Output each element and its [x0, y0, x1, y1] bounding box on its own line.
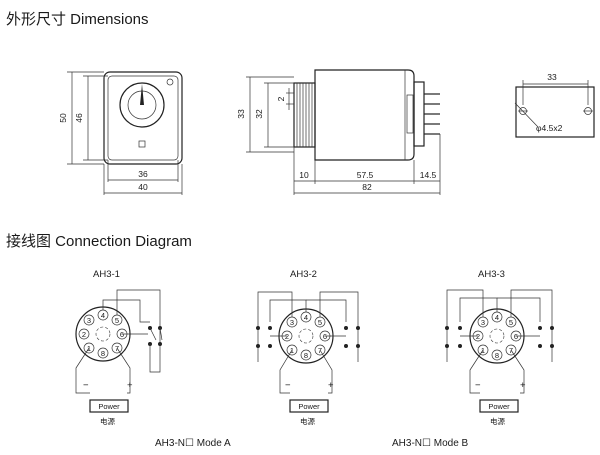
- indicator-led: [166, 78, 174, 86]
- front-height-inner: 46: [74, 113, 84, 123]
- plus-label: +: [127, 380, 133, 391]
- svg-text:5: 5: [509, 318, 513, 327]
- svg-text:3: 3: [481, 318, 485, 327]
- power-box: [289, 399, 329, 413]
- minus-label: −: [83, 380, 89, 391]
- svg-text:5: 5: [115, 316, 119, 325]
- power-box: [89, 399, 129, 413]
- pin-1b: [83, 342, 95, 354]
- svg-text:−: −: [285, 380, 291, 391]
- diagram-ah3-1: AH3-1 4 5 6 7 8 1 2 3 − + Power 电源: [75, 269, 163, 426]
- svg-text:8: 8: [101, 349, 105, 358]
- front-bezel: [107, 75, 179, 161]
- socket-key: [298, 328, 314, 344]
- mode-a-caption: AH3-N☐ Mode A: [155, 438, 231, 449]
- svg-text:+: +: [520, 380, 526, 391]
- pin-8: [97, 347, 109, 359]
- pin-7: [111, 342, 123, 354]
- svg-text:2: 2: [82, 330, 86, 339]
- mount-hole-label: φ4.5x2: [536, 123, 563, 133]
- socket-key: [489, 328, 505, 344]
- mode-b-caption: AH3-N☐ Mode B: [392, 438, 469, 449]
- front-housing: [103, 71, 183, 165]
- side-seg-left: 10: [299, 170, 309, 180]
- svg-text:Power: Power: [298, 402, 320, 411]
- svg-text:8: 8: [304, 351, 308, 360]
- side-seg-mid: 57.5: [357, 170, 374, 180]
- svg-text:6: 6: [120, 330, 124, 339]
- mount-view: 33 φ4.5x2: [514, 72, 595, 138]
- power-label: Power: [98, 402, 120, 411]
- svg-text:电源: 电源: [490, 416, 505, 426]
- svg-text:+: +: [328, 380, 334, 391]
- pin-2: [78, 328, 90, 340]
- side-height-inner: 32: [254, 109, 264, 119]
- front-height-outer: 50: [58, 113, 68, 123]
- side-knob-dim: 2: [276, 96, 286, 101]
- dimensions-heading: 外形尺寸 Dimensions: [6, 11, 149, 28]
- socket-key: [95, 326, 111, 342]
- side-view: 33 32 2 10 57.5 14.5 82: [236, 69, 441, 195]
- side-housing: [314, 69, 415, 161]
- diagram-title: AH3-3: [478, 269, 505, 280]
- pin-3: [83, 314, 95, 326]
- svg-text:5: 5: [318, 318, 322, 327]
- front-width-outer: 40: [138, 182, 148, 192]
- svg-text:电源: 电源: [300, 416, 315, 426]
- svg-text:Power: Power: [488, 402, 510, 411]
- adjust-screw: [138, 140, 146, 148]
- side-height-outer: 33: [236, 109, 246, 119]
- svg-text:6: 6: [514, 332, 518, 341]
- side-total: 82: [362, 182, 372, 192]
- diagram-ah3-2: AH3-2 4 5 6 7 8 1 2 3 − + Power 电源: [256, 269, 360, 426]
- connection-heading: 接线图 Connection Diagram: [6, 233, 192, 250]
- svg-text:8: 8: [495, 351, 499, 360]
- dial-outer: [119, 82, 165, 128]
- svg-text:6: 6: [323, 332, 327, 341]
- svg-text:2: 2: [476, 332, 480, 341]
- svg-text:4: 4: [495, 313, 499, 322]
- diagram-ah3-3: AH3-3 4 5 6 7 8 1 2 3 − + Power 电源: [445, 269, 554, 426]
- svg-text:3: 3: [290, 318, 294, 327]
- mount-spacing: 33: [547, 72, 557, 82]
- svg-text:4: 4: [101, 311, 105, 320]
- dial-pointer: [140, 84, 144, 105]
- svg-text:−: −: [475, 380, 481, 391]
- front-view: 50 46 36 40: [58, 71, 183, 195]
- svg-text:4: 4: [304, 313, 308, 322]
- power-box: [479, 399, 519, 413]
- svg-text:3: 3: [87, 316, 91, 325]
- mount-plate: [515, 86, 595, 138]
- svg-text:2: 2: [285, 332, 289, 341]
- diagram-title: AH3-2: [290, 269, 317, 280]
- front-width-inner: 36: [138, 169, 148, 179]
- side-base: [413, 81, 425, 147]
- side-seg-right: 14.5: [420, 170, 437, 180]
- side-latch: [406, 94, 414, 134]
- power-cn-label: 电源: [100, 416, 115, 426]
- diagram-title: AH3-1: [93, 269, 120, 280]
